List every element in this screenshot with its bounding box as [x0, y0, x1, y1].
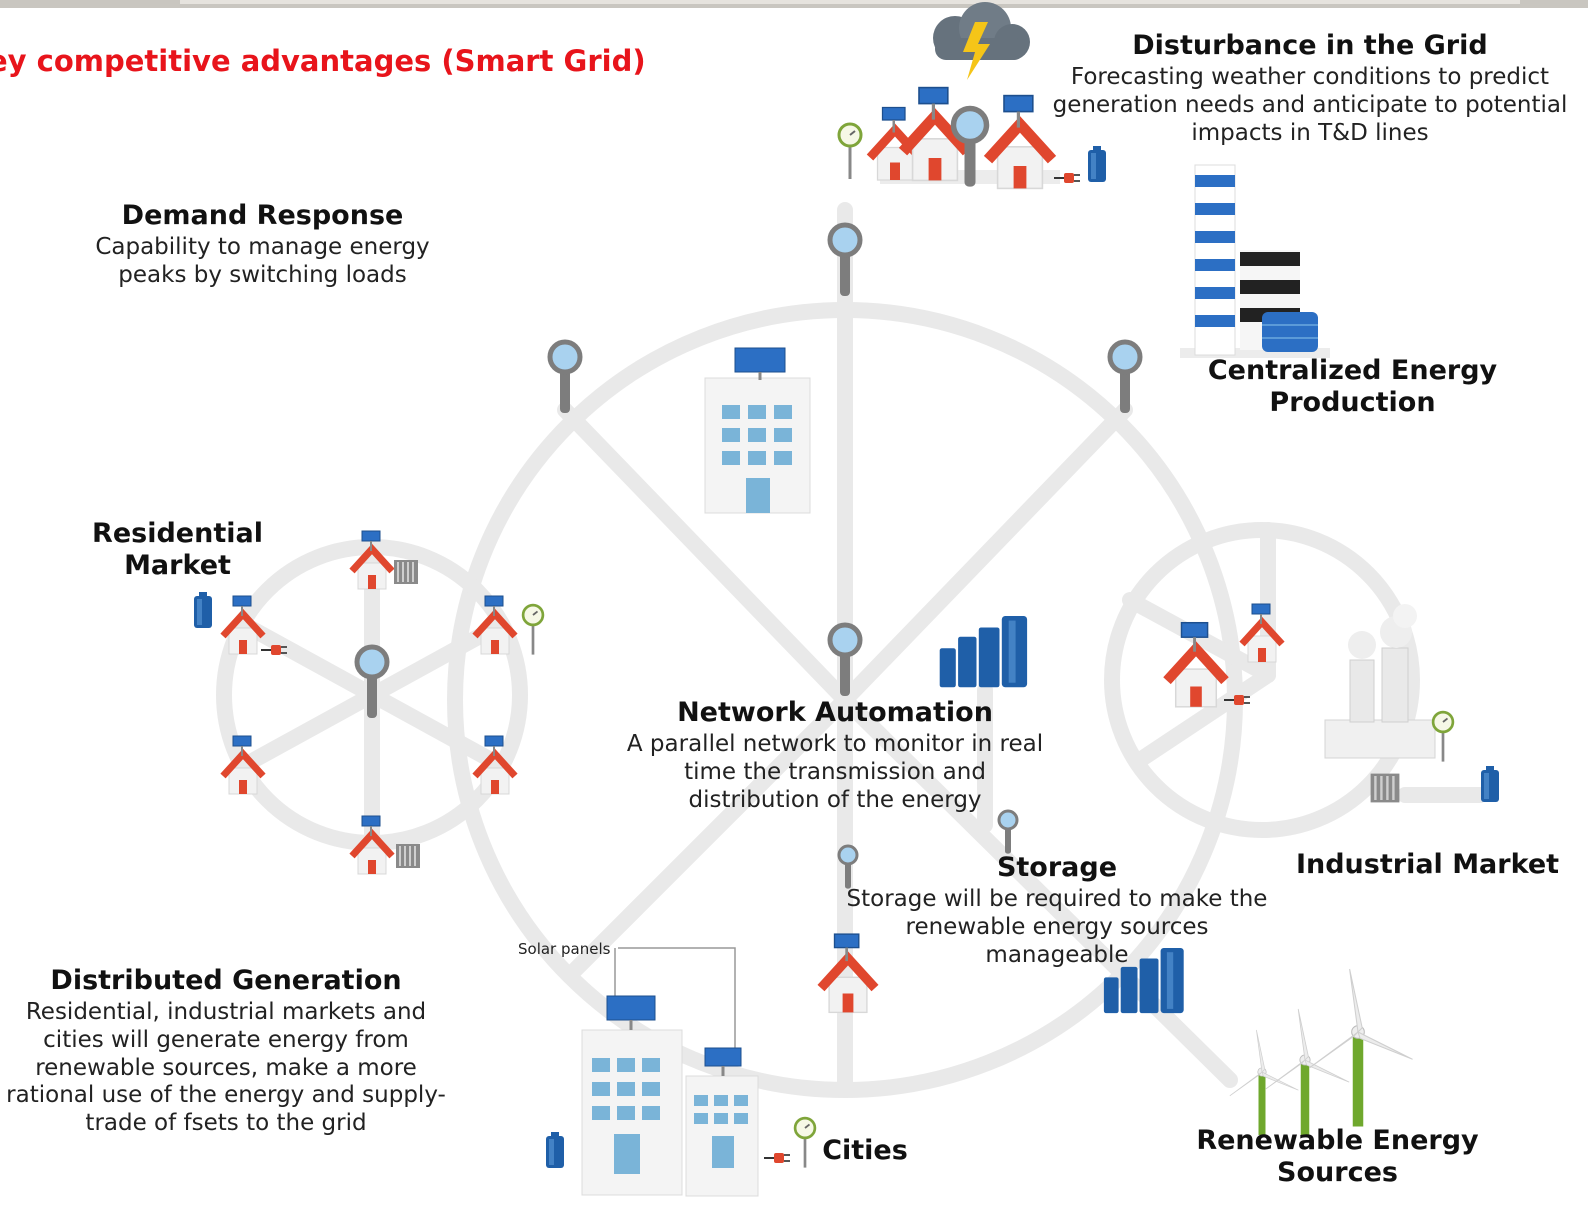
distributed-generation-line: Residential, industrial markets and [25, 999, 427, 1026]
distributed-generation-line: trade of fsets to the grid [85, 1109, 367, 1136]
industrial-market-label: Industrial Market [1280, 849, 1575, 881]
ind-line-b [1132, 667, 1276, 768]
solar-panel-icon [734, 347, 786, 373]
centralized-energy-line: Centralized Energy [1207, 355, 1498, 386]
distributed-generation-heading: Distributed Generation [50, 965, 402, 996]
residential-market-line: Market [124, 550, 231, 582]
disturbance-label: Disturbance in the Grid Forecasting weat… [1050, 30, 1570, 147]
disturbance-heading: Disturbance in the Grid [1132, 30, 1488, 61]
slide-title: ey competitive advantages (Smart Grid) [0, 44, 646, 78]
battery-icon [1481, 766, 1499, 802]
top-border [0, 0, 1588, 8]
network-automation-heading: Network Automation [677, 697, 993, 728]
meter-icon [521, 603, 545, 656]
top-border-highlight [180, 0, 1520, 4]
network-automation-line: A parallel network to monitor in real [626, 731, 1044, 758]
house-icon [1167, 623, 1225, 707]
distributed-generation-label: Distributed Generation Residential, indu… [0, 965, 452, 1137]
grid-line-sw [562, 692, 853, 983]
storm-cloud-icon [933, 2, 1030, 80]
grid-line-se [837, 692, 1238, 1088]
disturbance-line: generation needs and anticipate to poten… [1052, 91, 1568, 118]
plug-icon [763, 1152, 791, 1164]
magnifier-icon [1110, 342, 1140, 413]
storage-line: manageable [985, 941, 1129, 968]
storage-label: Storage Storage will be required to make… [842, 852, 1272, 969]
solar-panel-icon [606, 995, 656, 1021]
residential-market-line: Residential [92, 518, 263, 549]
centralized-energy-line: Production [1269, 387, 1436, 419]
top-village [837, 88, 1106, 189]
demand-response-line: Capability to manage energy [95, 234, 430, 261]
demand-response-line: peaks by switching loads [118, 261, 407, 288]
renewable-energy-label: Renewable Energy Sources [1185, 1125, 1490, 1190]
inverter-icon [1369, 772, 1401, 804]
renewable-energy-line: Sources [1277, 1157, 1398, 1189]
storage-line: Storage will be required to make the [846, 886, 1268, 913]
inverter-icon [393, 559, 419, 585]
storage-heading: Storage [996, 852, 1118, 883]
network-automation-line: time the transmission and [684, 758, 986, 785]
storage-line: renewable energy sources [905, 913, 1209, 940]
demand-response-heading: Demand Response [121, 200, 404, 231]
office-building-icon [704, 347, 811, 514]
solar-panels-label: Solar panels [518, 940, 611, 958]
distributed-generation-line: rational use of the energy and supply- [6, 1082, 446, 1109]
battery-icon [1088, 146, 1106, 182]
battery-icon [546, 1132, 564, 1168]
centralized-energy-label: Centralized Energy Production [1190, 355, 1515, 420]
residential-market-label: Residential Market [70, 518, 285, 583]
solar-panel-icon [704, 1047, 742, 1067]
power-plant-icon [1180, 164, 1330, 358]
wind-turbine-icon [1265, 1008, 1350, 1137]
cities-label: Cities [822, 1135, 908, 1166]
wind-turbine-icon [1229, 1029, 1299, 1136]
meter-icon [793, 1116, 817, 1169]
renewable-energy-line: Renewable Energy [1196, 1125, 1479, 1156]
disturbance-line: impacts in T&D lines [1191, 119, 1429, 146]
city-buildings [581, 995, 759, 1197]
industrial-market-heading: Industrial Market [1295, 849, 1560, 880]
distributed-generation-line: renewable sources, make a more [35, 1054, 417, 1081]
magnifier-icon [830, 225, 860, 296]
network-automation-line: distribution of the energy [688, 786, 982, 813]
inverter-icon [395, 843, 421, 869]
meter-icon [1431, 710, 1455, 763]
house-icon [988, 96, 1052, 189]
grid-line-ne [837, 402, 1133, 708]
battery-bank-icon [939, 616, 1028, 688]
network-automation-label: Network Automation A parallel network to… [615, 697, 1055, 814]
grid-line-nw [557, 402, 853, 708]
magnifier-icon [550, 342, 580, 413]
meter-icon [837, 122, 863, 181]
battery-icon [194, 592, 212, 628]
lightning-icon [963, 22, 990, 80]
distributed-generation-line: cities will generate energy from [43, 1026, 409, 1053]
wind-turbine-icon [1309, 968, 1414, 1128]
demand-response-label: Demand Response Capability to manage ene… [80, 200, 445, 290]
factory-icon [1324, 604, 1436, 759]
disturbance-line: Forecasting weather conditions to predic… [1070, 64, 1550, 91]
